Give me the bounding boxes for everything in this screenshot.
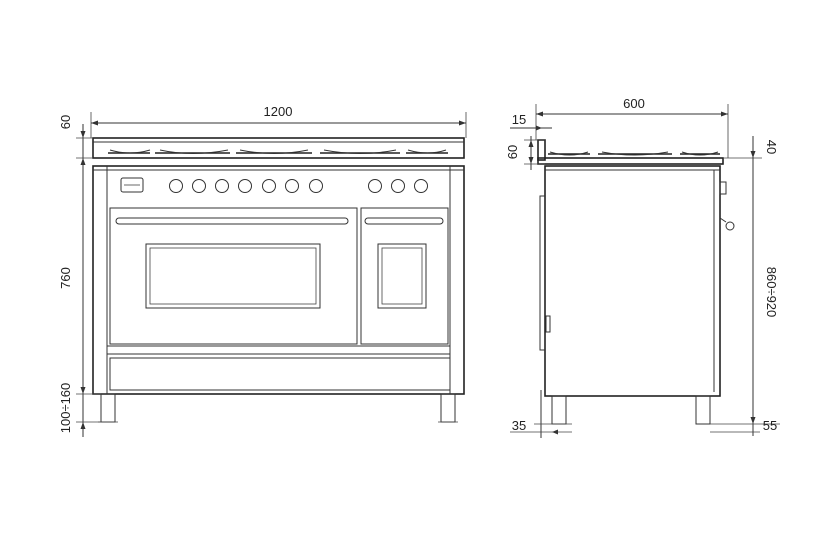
front-body bbox=[92, 165, 465, 395]
storage-drawer bbox=[109, 357, 451, 391]
side-knob bbox=[719, 181, 727, 195]
front-worktop bbox=[92, 137, 465, 159]
side-body bbox=[544, 165, 721, 397]
small-oven-handle bbox=[364, 217, 444, 225]
small-oven-window bbox=[377, 243, 427, 309]
side-top-offset-dimension: 15 bbox=[510, 112, 552, 131]
side-right-dimensions: 40 860÷920 55 bbox=[710, 136, 780, 436]
front-height-dimensions: 60 760 100÷160 bbox=[58, 115, 101, 437]
front-feet-label: 100÷160 bbox=[58, 383, 73, 434]
side-rear-foot-label: 55 bbox=[763, 418, 777, 433]
side-height-label: 860÷920 bbox=[764, 267, 779, 318]
side-view: 600 15 bbox=[505, 96, 780, 438]
front-width-label: 1200 bbox=[264, 104, 293, 119]
side-depth-dimension: 600 bbox=[535, 96, 729, 158]
front-left-foot bbox=[100, 393, 116, 423]
side-front-foot bbox=[551, 395, 567, 425]
side-top-offset-label: 15 bbox=[512, 112, 526, 127]
side-burner-grates bbox=[548, 151, 720, 156]
front-top-label: 60 bbox=[58, 115, 73, 129]
side-top-height-label: 60 bbox=[505, 145, 520, 159]
small-oven-door bbox=[360, 207, 449, 345]
main-oven-door bbox=[109, 207, 358, 345]
burner-grates bbox=[108, 149, 448, 154]
front-display bbox=[120, 177, 144, 193]
control-knobs bbox=[169, 179, 428, 193]
side-backguard bbox=[537, 139, 546, 161]
side-depth-label: 600 bbox=[623, 96, 645, 111]
side-back-label: 40 bbox=[764, 140, 779, 154]
front-width-dimension: 1200 bbox=[90, 104, 467, 138]
front-view: 1200 bbox=[58, 104, 467, 437]
front-right-foot bbox=[440, 393, 456, 423]
side-front-foot-label: 35 bbox=[512, 418, 526, 433]
front-body-height-label: 760 bbox=[58, 267, 73, 289]
side-door-profile bbox=[539, 195, 545, 351]
side-left-dimensions: 60 35 bbox=[505, 136, 572, 438]
side-rear-foot bbox=[695, 395, 711, 425]
side-worktop bbox=[537, 157, 724, 165]
main-oven-handle bbox=[115, 217, 349, 225]
side-gas-connector bbox=[725, 221, 735, 231]
main-oven-window bbox=[145, 243, 321, 309]
